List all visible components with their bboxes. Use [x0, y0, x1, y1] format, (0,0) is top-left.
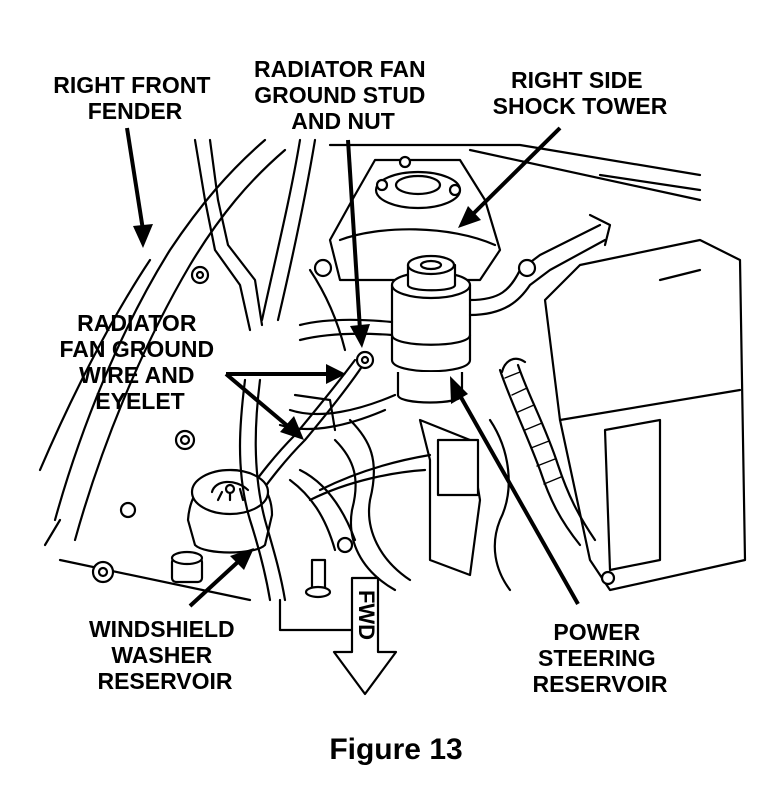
fwd-indicator-arrow: FWD — [332, 576, 398, 696]
figure-caption: Figure 13 — [329, 733, 462, 766]
label-line: STEERING — [538, 645, 656, 671]
label-line: EYELET — [95, 388, 184, 414]
label-line: RESERVOIR — [532, 671, 667, 697]
label-line: RADIATOR FAN — [254, 56, 426, 82]
label-line: POWER — [553, 619, 640, 645]
label-line: RIGHT SIDE — [511, 67, 643, 93]
label-line: FENDER — [88, 98, 183, 124]
label-line: AND NUT — [291, 108, 395, 134]
mounting-bolts — [91, 258, 333, 584]
label-line: RESERVOIR — [97, 668, 232, 694]
label-line: WASHER — [111, 642, 212, 668]
power-steering-reservoir-drawing — [390, 254, 472, 404]
label-line: SHOCK TOWER — [493, 93, 668, 119]
label-right-front-fender: RIGHT FRONT FENDER — [53, 72, 217, 124]
label-line: RIGHT FRONT — [53, 72, 210, 98]
label-line: WINDSHIELD — [89, 616, 235, 642]
washer-reservoir-drawing — [186, 468, 274, 554]
label-line: RADIATOR — [77, 310, 197, 336]
fwd-indicator-label: FWD — [354, 590, 379, 640]
engine-compartment-illustration — [38, 138, 747, 632]
shock-tower-drawing — [328, 155, 502, 282]
label-radiator-fan-ground-wire: RADIATOR FAN GROUND WIRE AND EYELET — [59, 310, 220, 414]
label-line: WIRE AND — [79, 362, 194, 388]
label-line: FAN GROUND — [59, 336, 214, 362]
label-power-steering-reservoir: POWER STEERING RESERVOIR — [532, 619, 667, 697]
leader-arrows — [125, 126, 580, 608]
label-radiator-fan-ground-stud: RADIATOR FAN GROUND STUD AND NUT — [254, 56, 432, 134]
label-line: GROUND STUD — [254, 82, 425, 108]
label-windshield-washer-reservoir: WINDSHIELD WASHER RESERVOIR — [89, 616, 241, 694]
label-right-side-shock-tower: RIGHT SIDE SHOCK TOWER — [493, 67, 668, 119]
